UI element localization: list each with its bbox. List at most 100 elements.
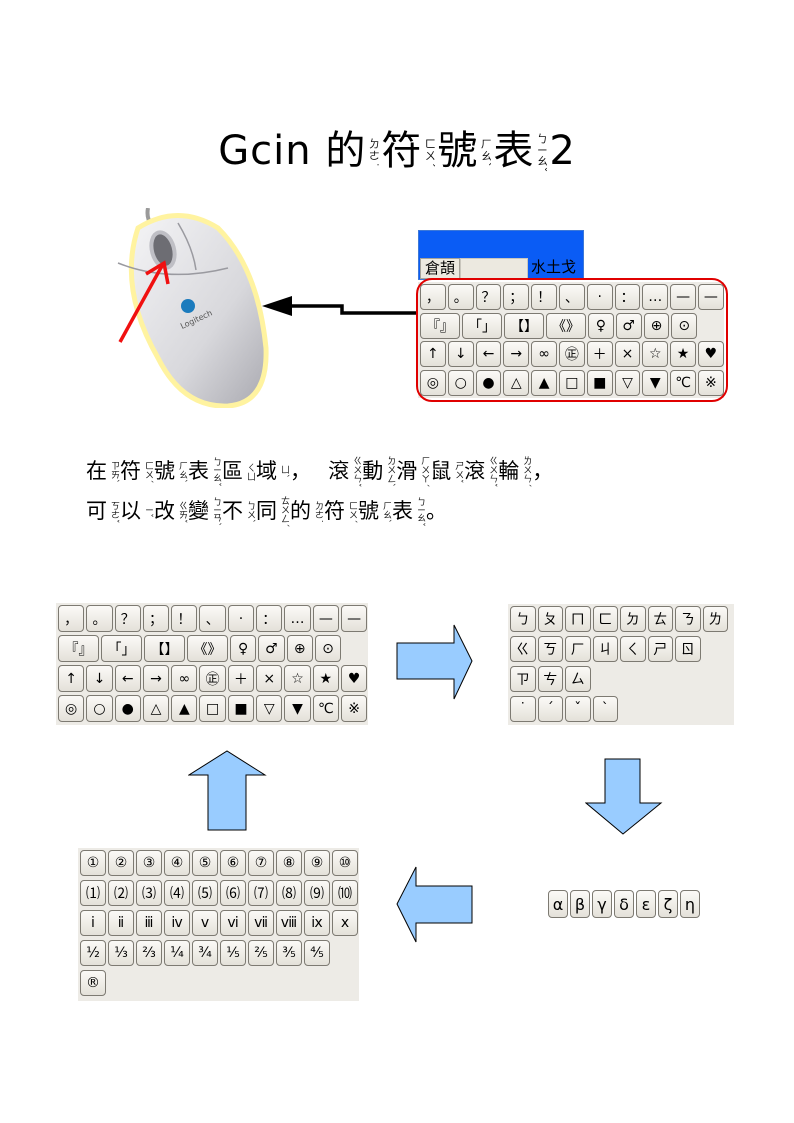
symbol-key[interactable]: ㄐ [592,636,618,662]
symbol-key[interactable]: ← [114,665,141,692]
symbol-key[interactable]: ♂ [258,635,285,662]
symbol-key[interactable]: ㄅ [510,606,536,632]
symbol-key[interactable]: ˙ [510,696,536,722]
symbol-key[interactable]: ⑤ [192,850,218,876]
symbol-key[interactable]: ！ [531,284,557,310]
symbol-key[interactable]: ⑻ [276,880,302,906]
symbol-key[interactable]: ↓ [447,341,474,367]
symbol-key[interactable]: — [340,605,368,632]
symbol-key[interactable]: — [670,284,696,310]
symbol-key[interactable]: ： [614,284,641,310]
symbol-key[interactable]: ¼ [164,940,190,966]
ime-input-field[interactable] [460,258,528,279]
symbol-key[interactable]: ⑵ [108,880,134,906]
symbol-key[interactable]: ε [636,890,656,918]
symbol-key[interactable]: · [227,605,255,632]
symbol-key[interactable]: ⅵ [220,910,246,936]
symbol-key[interactable]: ㄌ [702,606,728,632]
symbol-key[interactable]: ♥ [340,665,368,692]
symbol-key[interactable]: ⅷ [276,910,302,936]
symbol-key[interactable]: × [256,665,283,692]
symbol-key[interactable]: ？ [475,284,502,310]
symbol-key[interactable]: ㄆ [537,606,563,632]
symbol-key[interactable]: 【】 [144,635,185,662]
symbol-key[interactable]: — [312,605,339,632]
symbol-key[interactable]: ® [80,970,106,996]
symbol-key[interactable]: … [284,605,311,632]
symbol-key[interactable]: 「」 [101,635,142,662]
symbol-key[interactable]: ⅗ [276,940,302,966]
symbol-key[interactable]: ㄗ [510,666,536,692]
symbol-key[interactable]: ， [58,605,85,632]
symbol-key[interactable]: 。 [447,284,474,310]
symbol-key[interactable]: ㊣ [199,665,226,692]
symbol-key[interactable]: ⑨ [304,850,330,876]
symbol-key[interactable]: ○ [86,695,113,722]
symbol-key[interactable]: ▼ [642,369,669,396]
symbol-key[interactable]: ㄉ [620,606,646,632]
symbol-key[interactable]: ♀ [588,312,614,339]
symbol-key[interactable]: ㄖ [675,636,701,662]
symbol-key[interactable]: ⑧ [276,850,302,876]
symbol-key[interactable]: ▲ [531,369,557,396]
symbol-key[interactable]: ⑩ [332,850,358,876]
symbol-key[interactable]: ③ [136,850,162,876]
symbol-key[interactable]: ㄎ [537,636,563,662]
symbol-key[interactable]: ζ [658,890,678,918]
symbol-key[interactable]: ※ [340,695,368,722]
symbol-key[interactable]: ⊕ [643,312,670,339]
symbol-key[interactable]: □ [199,695,226,722]
symbol-key[interactable]: ㄕ [647,636,673,662]
symbol-key[interactable]: ▼ [284,695,311,722]
symbol-key[interactable]: ● [114,695,141,722]
symbol-key[interactable]: ↓ [86,665,113,692]
symbol-key[interactable]: ⅶ [248,910,274,936]
symbol-key[interactable]: ● [475,369,502,396]
symbol-key[interactable]: ， [420,284,446,310]
symbol-key[interactable]: ㄘ [537,666,563,692]
symbol-key[interactable]: ㄋ [675,606,701,632]
symbol-key[interactable]: → [503,341,530,367]
symbol-key[interactable]: ！ [171,605,198,632]
symbol-key[interactable]: ℃ [312,695,339,722]
symbol-key[interactable]: 、 [199,605,226,632]
symbol-key[interactable]: → [142,665,170,692]
symbol-key[interactable]: ⑺ [248,880,274,906]
symbol-key[interactable]: ¾ [192,940,218,966]
symbol-key[interactable]: ♀ [230,635,257,662]
symbol-key[interactable]: ＋ [586,341,613,367]
symbol-key[interactable]: ˊ [537,696,563,722]
symbol-key[interactable]: ㄑ [620,636,646,662]
symbol-key[interactable]: ㄊ [647,606,673,632]
symbol-key[interactable]: β [570,890,590,918]
symbol-key[interactable]: α [548,890,568,918]
symbol-key[interactable]: ∞ [531,341,557,367]
symbol-key[interactable]: ↑ [58,665,85,692]
symbol-key[interactable]: ⅴ [192,910,218,936]
symbol-key[interactable]: ⅸ [304,910,330,936]
symbol-key[interactable]: ◎ [58,695,85,722]
symbol-key[interactable]: ⊙ [671,312,698,339]
symbol-key[interactable]: ♂ [615,312,642,339]
symbol-key[interactable]: ⑶ [136,880,162,906]
symbol-key[interactable]: ㄇ [565,606,591,632]
symbol-key[interactable]: ˇ [565,696,591,722]
symbol-key[interactable]: ♥ [697,341,724,367]
symbol-key[interactable]: ⅰ [80,910,106,936]
symbol-key[interactable]: ■ [227,695,255,722]
symbol-key[interactable]: ⅕ [220,940,246,966]
input-mode-button[interactable]: 倉頡 [420,258,460,279]
symbol-key[interactable]: ⅘ [304,940,330,966]
symbol-key[interactable]: ② [108,850,134,876]
symbol-key[interactable]: ； [503,284,530,310]
symbol-key[interactable]: 「」 [462,312,502,339]
symbol-key[interactable]: □ [558,369,585,396]
symbol-key[interactable]: ★ [670,341,696,367]
symbol-key[interactable]: ▽ [256,695,283,722]
symbol-key[interactable]: ⅔ [136,940,162,966]
symbol-key[interactable]: ㊣ [558,341,585,367]
symbol-key[interactable]: ∞ [171,665,198,692]
symbol-key[interactable]: ； [142,605,170,632]
symbol-key[interactable]: ↑ [420,341,446,367]
symbol-key[interactable]: ★ [312,665,339,692]
